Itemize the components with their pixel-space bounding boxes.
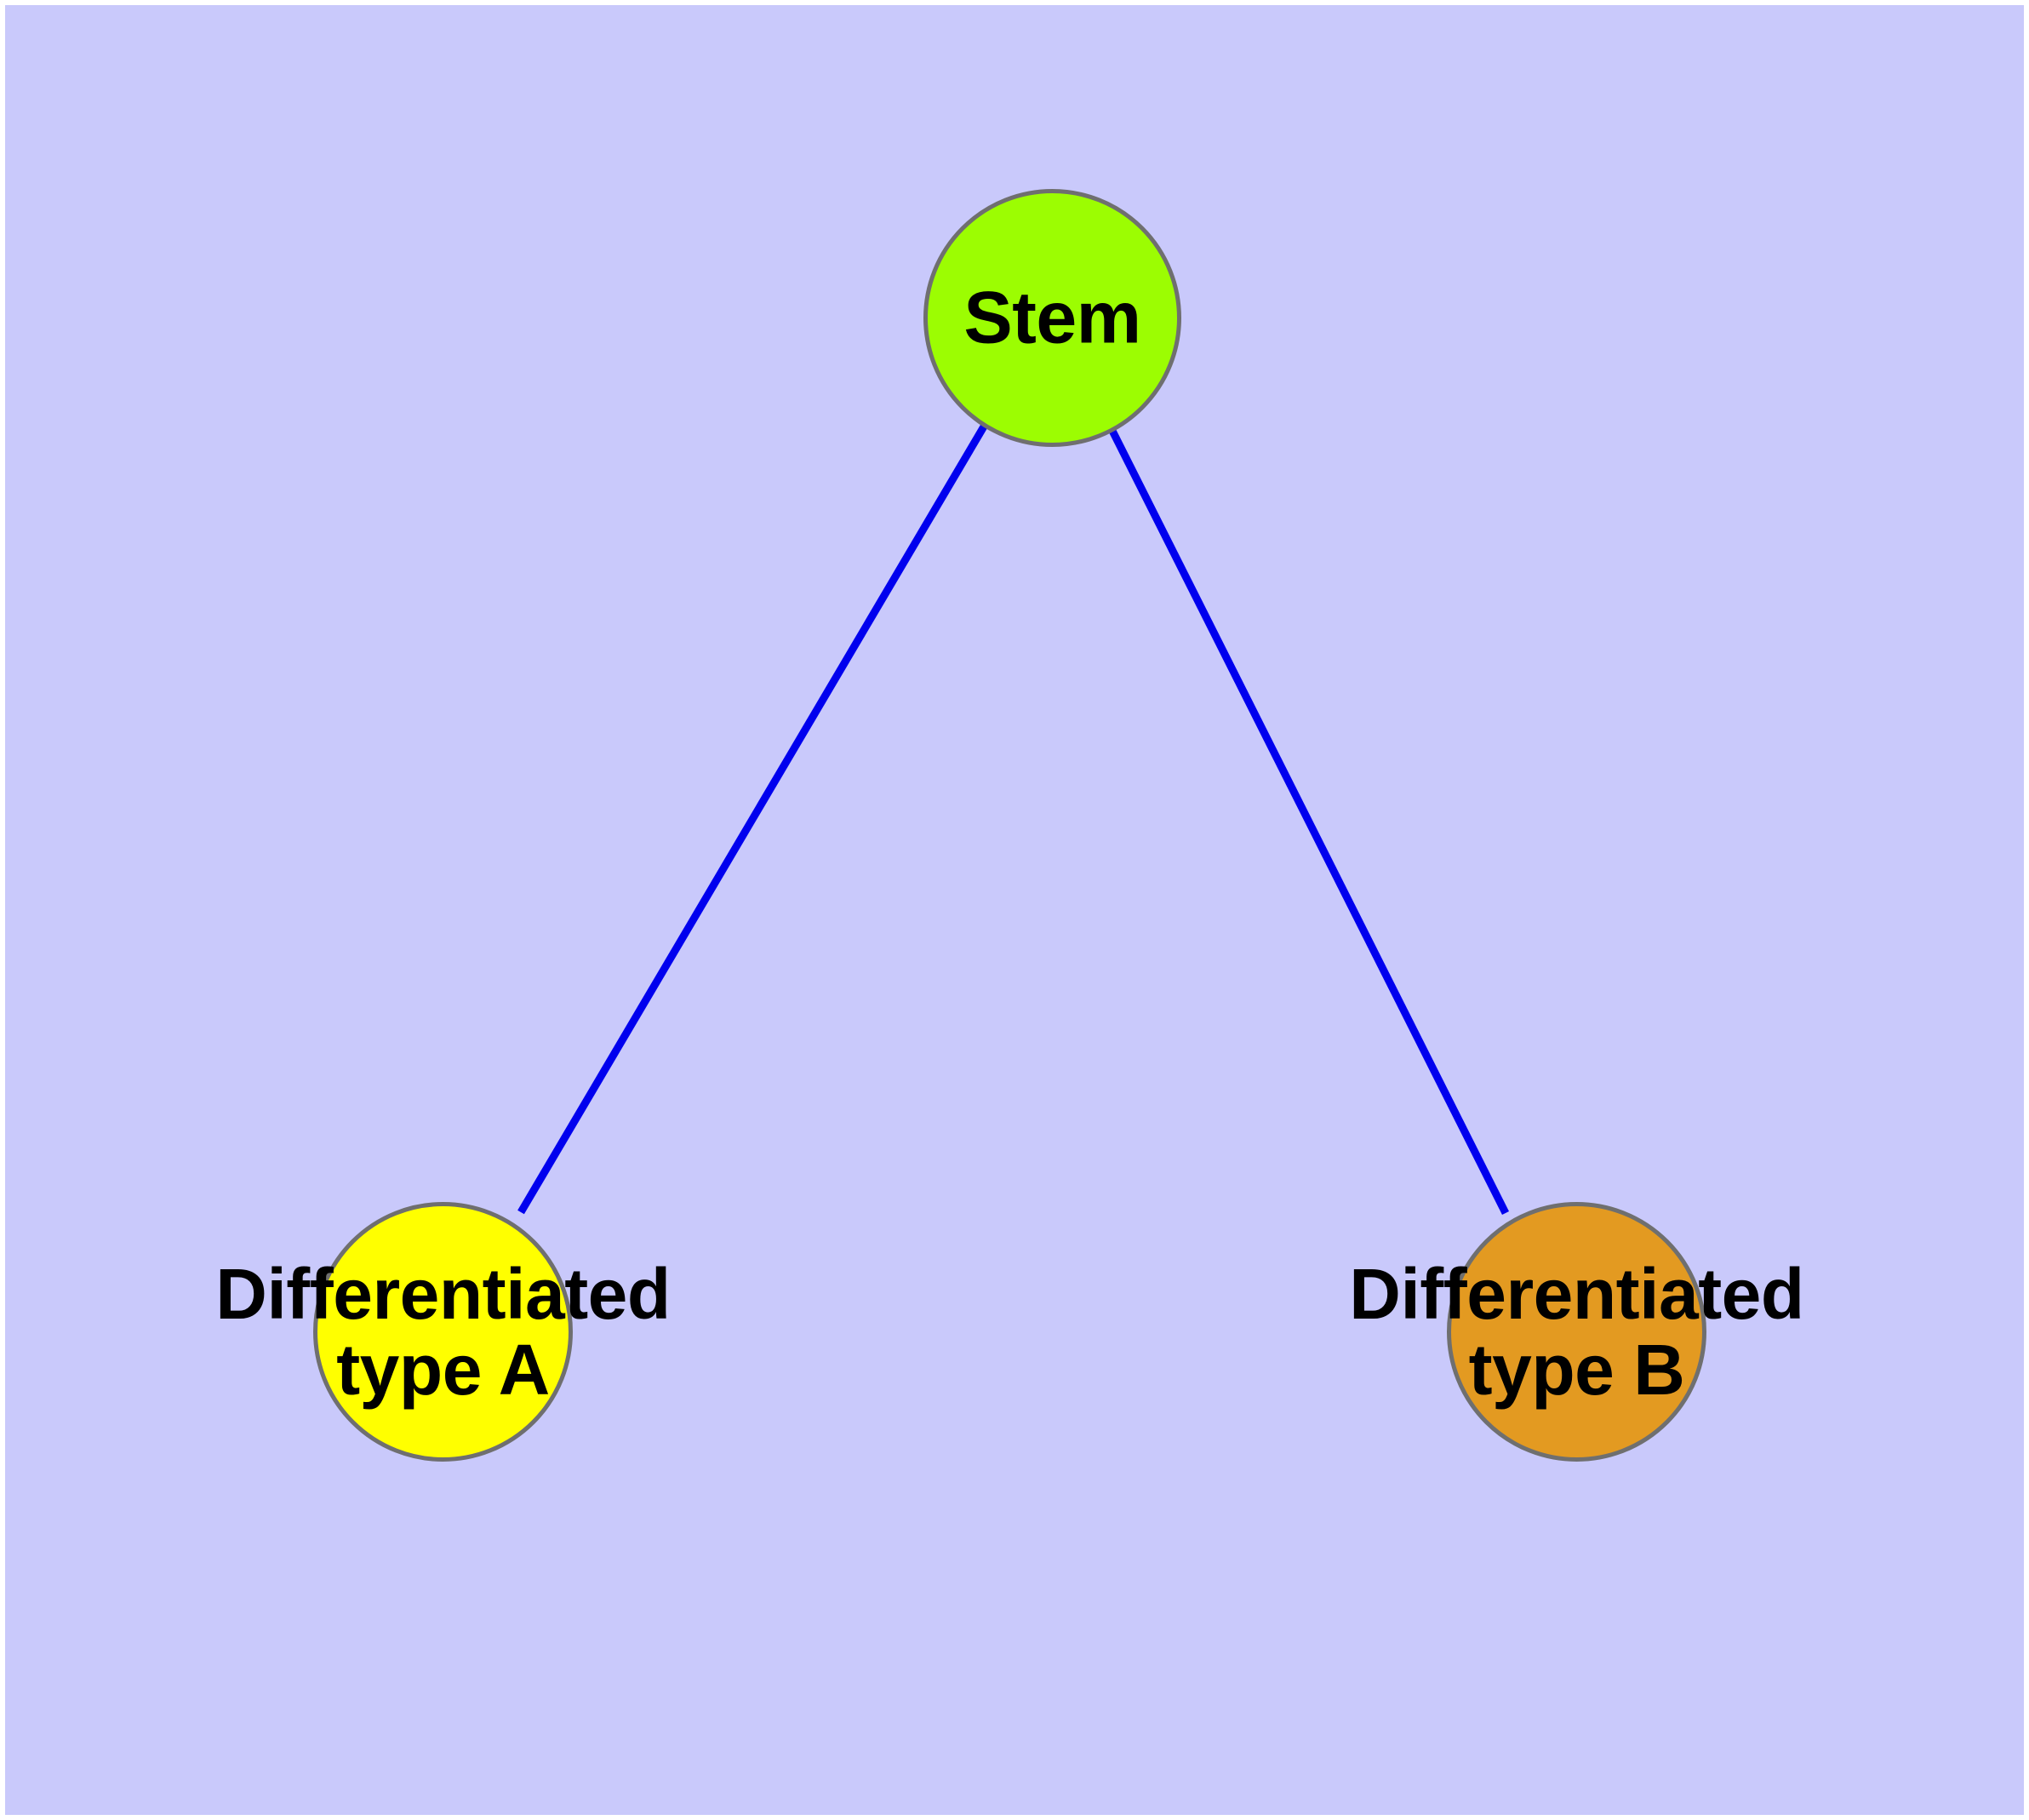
node-differentiated-type-a[interactable]: Differentiated type A — [215, 1202, 671, 1462]
node-stem-label: Stem — [963, 276, 1141, 358]
node-differentiated-type-b[interactable]: Differentiated type B — [1349, 1202, 1804, 1462]
node-stem[interactable]: Stem — [923, 189, 1181, 447]
node-differentiated-type-b-label: Differentiated type B — [1349, 1253, 1804, 1410]
node-differentiated-type-a-label: Differentiated type A — [215, 1253, 671, 1410]
